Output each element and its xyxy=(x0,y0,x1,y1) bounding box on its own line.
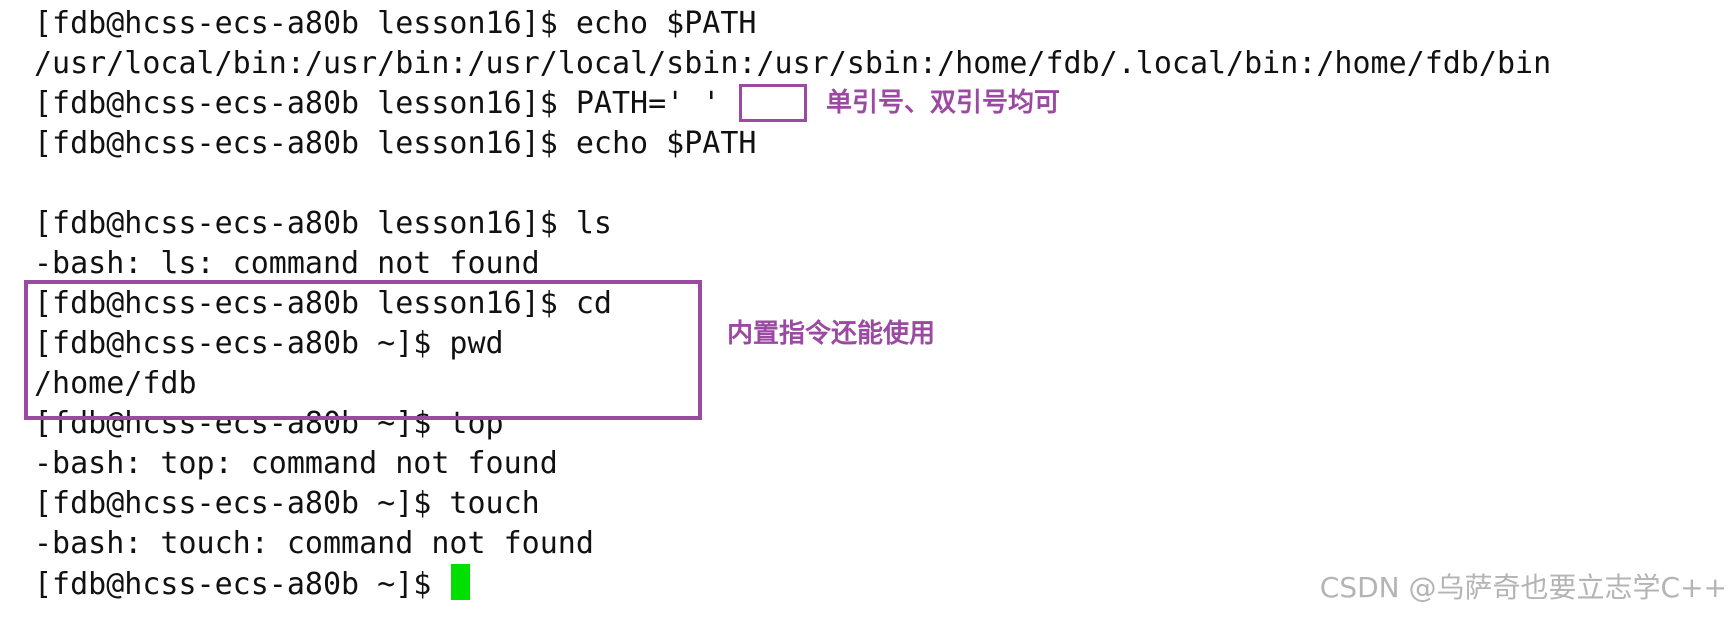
terminal-line: [fdb@hcss-ecs-a80b lesson16]$ echo $PATH xyxy=(34,6,757,41)
terminal-line: [fdb@hcss-ecs-a80b lesson16]$ ls xyxy=(34,206,612,241)
terminal-line: [fdb@hcss-ecs-a80b ~]$ pwd xyxy=(34,326,504,361)
quotes-highlight-box xyxy=(739,84,807,122)
text-cursor xyxy=(451,564,471,600)
terminal-line: [fdb@hcss-ecs-a80b ~]$ top xyxy=(34,406,504,441)
terminal-prompt-line[interactable]: [fdb@hcss-ecs-a80b ~]$ xyxy=(34,564,1551,604)
terminal-line: [fdb@hcss-ecs-a80b lesson16]$ PATH=' ' xyxy=(34,86,721,121)
builtin-commands-annotation: 内置指令还能使用 xyxy=(727,319,936,349)
shell-prompt: [fdb@hcss-ecs-a80b ~]$ xyxy=(34,567,450,602)
terminal-line: -bash: ls: command not found xyxy=(34,246,540,281)
csdn-watermark: CSDN @乌萨奇也要立志学C++ xyxy=(1319,571,1727,604)
terminal-line: /home/fdb xyxy=(34,366,197,401)
terminal-output: [fdb@hcss-ecs-a80b lesson16]$ echo $PATH… xyxy=(34,4,1551,604)
terminal-line: /usr/local/bin:/usr/bin:/usr/local/sbin:… xyxy=(34,46,1552,81)
terminal-line: [fdb@hcss-ecs-a80b lesson16]$ echo $PATH xyxy=(34,126,757,161)
terminal-line: [fdb@hcss-ecs-a80b ~]$ touch xyxy=(34,486,540,521)
terminal-line: [fdb@hcss-ecs-a80b lesson16]$ cd xyxy=(34,286,612,321)
quotes-annotation: 单引号、双引号均可 xyxy=(826,88,1061,118)
builtin-commands-highlight-box xyxy=(24,280,702,420)
terminal-line: -bash: touch: command not found xyxy=(34,526,594,561)
terminal-line xyxy=(34,164,1551,204)
terminal-line: -bash: top: command not found xyxy=(34,446,558,481)
